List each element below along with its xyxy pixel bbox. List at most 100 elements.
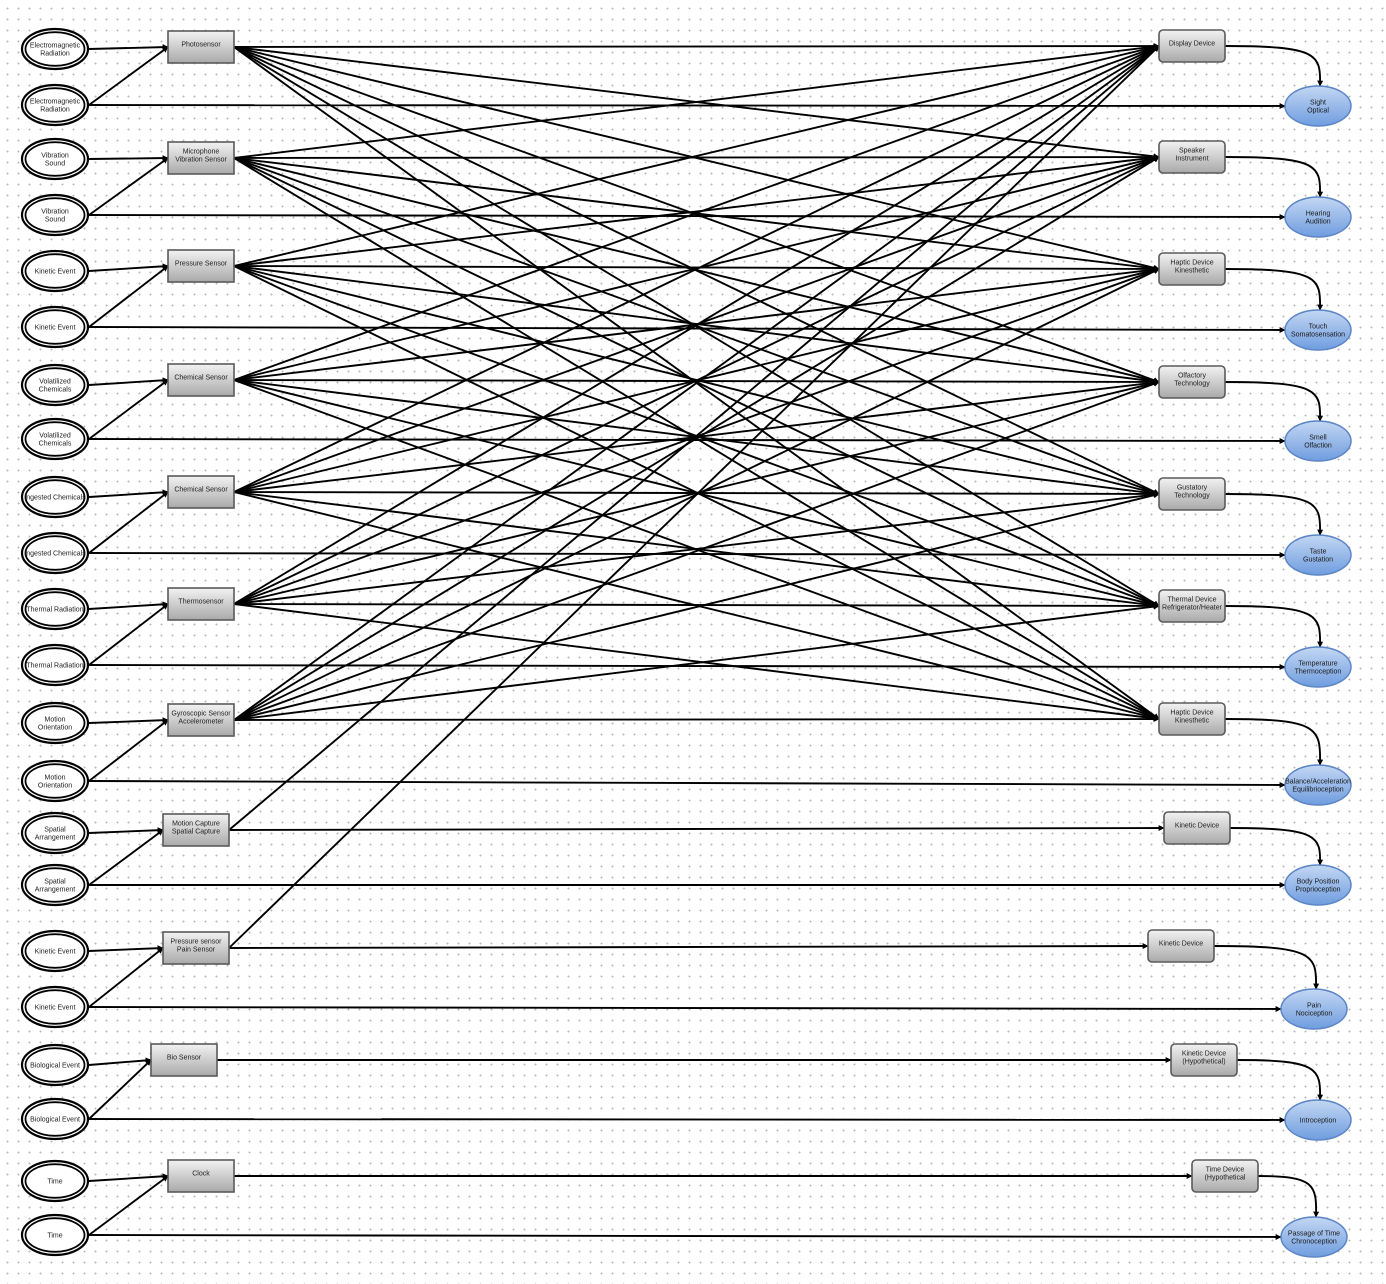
stimulus-label-line: Vibration (41, 152, 69, 159)
stimulus-label-line: Volatilized (39, 432, 71, 439)
stimulus-ellipse (20, 417, 90, 461)
stimulus-to-sensor-edge (88, 603, 169, 666)
device-to-sense-edge (1236, 1059, 1324, 1101)
stimulus-ellipse (20, 863, 90, 907)
stimulus-to-sensor-edge (88, 265, 169, 328)
sensor-label-line: Thermosensor (178, 598, 224, 605)
sensor-box (162, 931, 230, 965)
stimulus-to-sensor-edge (88, 1057, 152, 1066)
sense-ellipse (1284, 646, 1352, 688)
sense-label-line: Thermoception (1295, 669, 1342, 676)
sense-ellipse (1284, 85, 1352, 127)
device-label-line: Kinesthetic (1175, 268, 1210, 275)
sensor-box (150, 1043, 218, 1077)
stimulus-label-line: Spatial (44, 826, 66, 833)
stimulus-ellipse (20, 137, 90, 181)
sensor-to-device-edge (233, 156, 1160, 721)
stimulus-label-line: Ingested Chemicals (24, 494, 86, 501)
device-to-sense-edge (1224, 718, 1324, 766)
stimulus-ellipse-inner (24, 1163, 86, 1199)
sensor-to-device-edge (233, 45, 1160, 721)
sense-ellipse (1284, 309, 1352, 351)
sensor-label-line: Motion Capture (172, 820, 220, 827)
device-label-line: Olfactory (1178, 372, 1207, 379)
stimulus-node: Thermal Radiation (20, 587, 90, 631)
stimulus-to-sense-edge (88, 1116, 1286, 1123)
sense-label-line: Taste (1310, 548, 1327, 555)
device-box (1158, 477, 1226, 511)
stimulus-label-line: Chemicals (39, 387, 72, 394)
device-box (1158, 252, 1226, 286)
stimulus-label: Kinetic Event (35, 948, 76, 955)
stimulus-ellipse-inner (24, 591, 86, 627)
sensor-to-device-edge (233, 46, 1160, 383)
device-to-sense-edge (1229, 827, 1324, 866)
stimulus-ellipse (20, 193, 90, 237)
device-label-line: Display Device (1169, 40, 1215, 47)
stimulus-label-line: Thermal Radiation (26, 662, 83, 669)
stimulus-node: Biological Event (20, 1043, 90, 1087)
sense-label-line: Body Position (1297, 878, 1340, 885)
device-to-sense-edge (1224, 605, 1324, 648)
sense-label-line: Touch (1309, 323, 1328, 330)
device-label-line: Haptic Device (1170, 709, 1213, 716)
stimulus-to-sensor-edge (88, 157, 169, 216)
sense-label: Introception (1300, 1117, 1337, 1124)
device-box (1158, 140, 1226, 174)
stimulus-to-sensor-edge (88, 489, 169, 498)
stimulus-ellipse-inner (24, 87, 86, 123)
sensor-to-device-edge (233, 156, 1160, 605)
sense-label-line: Sight (1310, 99, 1326, 106)
stimulus-label-line: Kinetic Event (35, 948, 76, 955)
device-label-line: Kinetic Device (1175, 822, 1219, 829)
device-to-sense-edge (1224, 381, 1324, 422)
sensor-label: Clock (192, 1170, 210, 1177)
stimulus-ellipse-inner (24, 647, 86, 683)
device-label: Time Device(Hypothetical (1205, 1166, 1246, 1181)
stimulus-ellipse (20, 83, 90, 127)
sensor-node: Chemical Sensor (167, 363, 235, 397)
device-label-line: (Hypothetical (1205, 1175, 1246, 1182)
stimulus-to-sensor-edge (88, 947, 164, 1008)
sensor-label-line: Gyroscopic Sensor (171, 710, 231, 717)
sense-label-line: Pain (1307, 1002, 1321, 1009)
sensor-to-device-edge (233, 603, 1160, 722)
stimulus-node: Ingested Chemicals (20, 475, 90, 519)
sensor-label-line: Clock (192, 1170, 210, 1177)
sensor-label: Pressure Sensor (175, 260, 228, 267)
device-label: Kinetic Device (1175, 822, 1219, 829)
stimulus-label: Time (47, 1178, 62, 1185)
stimulus-ellipse-inner (24, 479, 86, 515)
stimulus-label-line: Kinetic Event (35, 324, 76, 331)
stimulus-ellipse (20, 305, 90, 349)
sensor-label-line: Chemical Sensor (174, 374, 228, 381)
stimulus-ellipse (20, 1043, 90, 1087)
stimulus-to-sensor-edge (88, 377, 169, 386)
stimulus-ellipse (20, 1097, 90, 1141)
stimulus-to-sensor-edge (88, 601, 169, 610)
stimulus-ellipse (20, 1159, 90, 1203)
